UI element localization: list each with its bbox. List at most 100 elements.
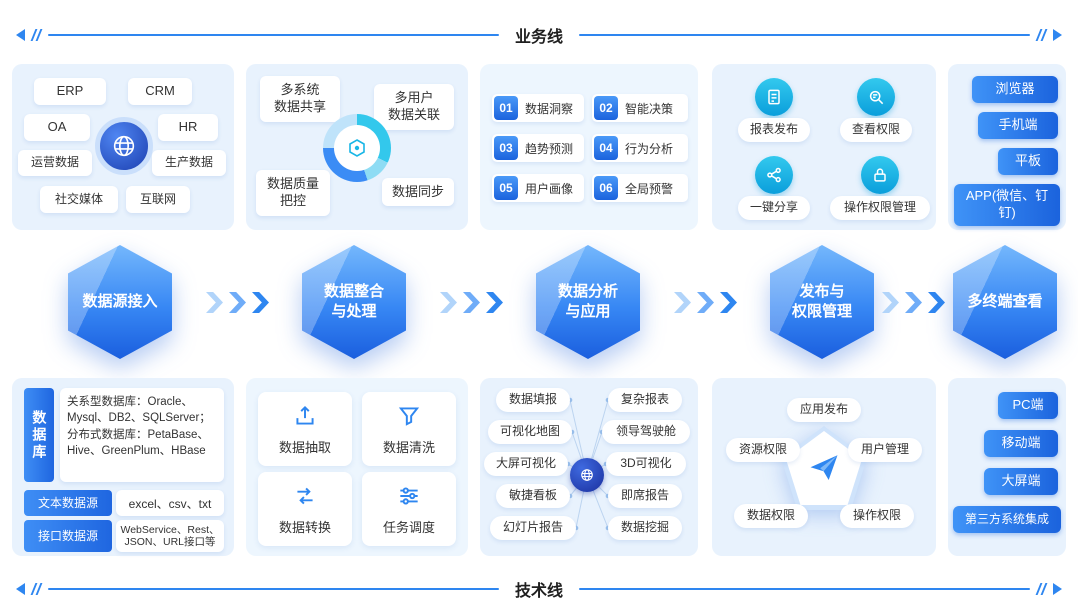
app-item-left: 大屏可视化 [484, 452, 568, 476]
banner-line-right [579, 34, 1031, 36]
business-line-banner: 业务线 [16, 24, 1063, 46]
view-permission-icon [857, 78, 895, 116]
database-sources-card: 数据库 关系型数据库：Oracle、Mysql、DB2、SQLServer； 分… [12, 378, 234, 556]
chevron-icon [229, 292, 246, 313]
chevron-icon [463, 292, 480, 313]
etl-tile-extract: 数据抽取 [258, 392, 352, 466]
hexagon-line: 数据整合 [323, 282, 384, 300]
permission-label-app-publish: 应用发布 [787, 398, 861, 422]
analysis-item-label: 趋势预测 [525, 141, 574, 156]
client-button-pc: PC端 [998, 392, 1058, 419]
client-button-thirdparty: 第三方系统集成 [953, 506, 1061, 533]
terminal-button-browser: 浏览器 [972, 76, 1058, 103]
app-item-left: 敏捷看板 [496, 484, 570, 508]
left-break-ticks [30, 583, 43, 595]
pill-line: 数据同步 [391, 183, 444, 199]
pill-line: 把控 [279, 193, 306, 208]
analysis-item: 02 智能决策 [592, 94, 688, 122]
analysis-item-label: 行为分析 [625, 141, 674, 156]
banner-line-left [48, 588, 499, 590]
left-break-ticks [30, 29, 43, 41]
source-tag-oa: OA [24, 114, 90, 141]
source-tag-social: 社交媒体 [40, 186, 118, 213]
lock-icon [861, 156, 899, 194]
database-list-box: 关系型数据库：Oracle、Mysql、DB2、SQLServer； 分布式数据… [60, 388, 224, 482]
left-arrowhead-icon [16, 583, 25, 595]
analysis-item-label: 智能决策 [625, 101, 674, 116]
donut-chart-icon [323, 114, 391, 182]
right-break-ticks [1035, 29, 1048, 41]
scheduler-icon [396, 483, 422, 512]
analysis-item: 05 用户画像 [492, 174, 584, 202]
chevron-icon [674, 292, 691, 313]
transform-icon [292, 483, 318, 512]
source-tag-ops-data: 运营数据 [18, 150, 92, 176]
etl-tile-label: 任务调度 [382, 519, 435, 535]
analysis-item-label: 数据洞察 [525, 101, 574, 116]
right-arrowhead-icon [1053, 29, 1063, 41]
right-arrowhead-icon [1053, 583, 1063, 595]
integration-pill-multiuser: 多用户 数据关联 [374, 84, 454, 130]
chevron-icon [928, 292, 945, 313]
etl-card: 数据抽取 数据清洗 数据转换 [246, 378, 468, 556]
app-item-left: 可视化地图 [488, 420, 572, 444]
hexagon-label: 发布与 权限管理 [770, 245, 874, 359]
etl-tile-schedule: 任务调度 [362, 472, 456, 546]
chevron-icon [252, 292, 269, 313]
item-number-badge: 02 [594, 96, 618, 120]
tech-line-banner: 技术线 [16, 578, 1063, 600]
permission-label-operation: 操作权限 [840, 504, 914, 528]
chevron-group [206, 292, 269, 313]
etl-tile-transform: 数据转换 [258, 472, 352, 546]
extract-icon [292, 403, 318, 432]
banner-line-right [579, 588, 1031, 590]
integration-pill-multisystem: 多系统 数据共享 [260, 76, 340, 122]
report-publish-icon [755, 78, 793, 116]
etl-tile-label: 数据清洗 [382, 439, 435, 455]
app-item-right: 即席报告 [608, 484, 682, 508]
source-tag-hr: HR [158, 114, 218, 141]
item-number-badge: 04 [594, 136, 618, 160]
pill-line: 数据质量 [266, 176, 319, 192]
hexagon-line: 数据源接入 [82, 292, 158, 310]
stage-hexagon-source-access: 数据源接入 [68, 245, 172, 359]
app-item-right: 复杂报表 [608, 388, 682, 412]
left-arrowhead-icon [16, 29, 25, 41]
publish-item-label: 操作权限管理 [830, 196, 930, 220]
chevron-icon [720, 292, 737, 313]
etl-tile-label: 数据抽取 [278, 439, 331, 455]
api-source-value: WebService、Rest、JSON、URL接口等 [116, 520, 224, 552]
etl-tile-label: 数据转换 [278, 519, 331, 535]
applications-card: 数据填报 可视化地图 大屏可视化 敏捷看板 幻灯片报告 复杂报表 领导驾驶舱 3… [480, 378, 698, 556]
hexagon-label: 多终端查看 [953, 245, 1057, 359]
source-tag-crm: CRM [128, 78, 192, 105]
permissions-card: 应用发布 资源权限 用户管理 数据权限 操作权限 [712, 378, 936, 556]
analysis-hub-icon [570, 458, 604, 492]
banner-line-left [48, 34, 499, 36]
hexagon-line: 发布与 [799, 282, 845, 300]
hexagon-node-icon [334, 125, 380, 171]
pill-line: 多系统 [280, 82, 320, 98]
relational-db-text: 关系型数据库：Oracle、Mysql、DB2、SQLServer； [67, 396, 211, 425]
hexagon-line: 权限管理 [791, 303, 852, 320]
globe-network-icon [95, 117, 153, 175]
terminal-button-app: APP(微信、钉钉) [954, 184, 1060, 226]
hexagon-label: 数据源接入 [68, 245, 172, 359]
chevron-icon [697, 292, 714, 313]
hexagon-line: 数据分析 [557, 282, 618, 300]
stage-hexagon-multiterminal: 多终端查看 [953, 245, 1057, 359]
chevron-icon [882, 292, 899, 313]
integration-pill-sync: 数据同步 [382, 178, 454, 206]
publish-item-label: 一键分享 [738, 196, 810, 220]
item-number-badge: 06 [594, 176, 618, 200]
funnel-icon [396, 403, 422, 432]
permission-label-resource: 资源权限 [726, 438, 800, 462]
database-side-label: 数据库 [24, 388, 54, 482]
app-item-right: 数据挖掘 [608, 516, 682, 540]
app-item-right: 领导驾驶舱 [602, 420, 690, 444]
hexagon-label: 数据分析 与应用 [536, 245, 640, 359]
integration-pill-quality: 数据质量 把控 [256, 170, 330, 216]
analysis-capabilities-card: 01 数据洞察 02 智能决策 03 趋势预测 04 行为分析 05 用户画像 … [480, 64, 698, 230]
pill-line: 多用户 [394, 90, 434, 106]
chevron-group [674, 292, 737, 313]
